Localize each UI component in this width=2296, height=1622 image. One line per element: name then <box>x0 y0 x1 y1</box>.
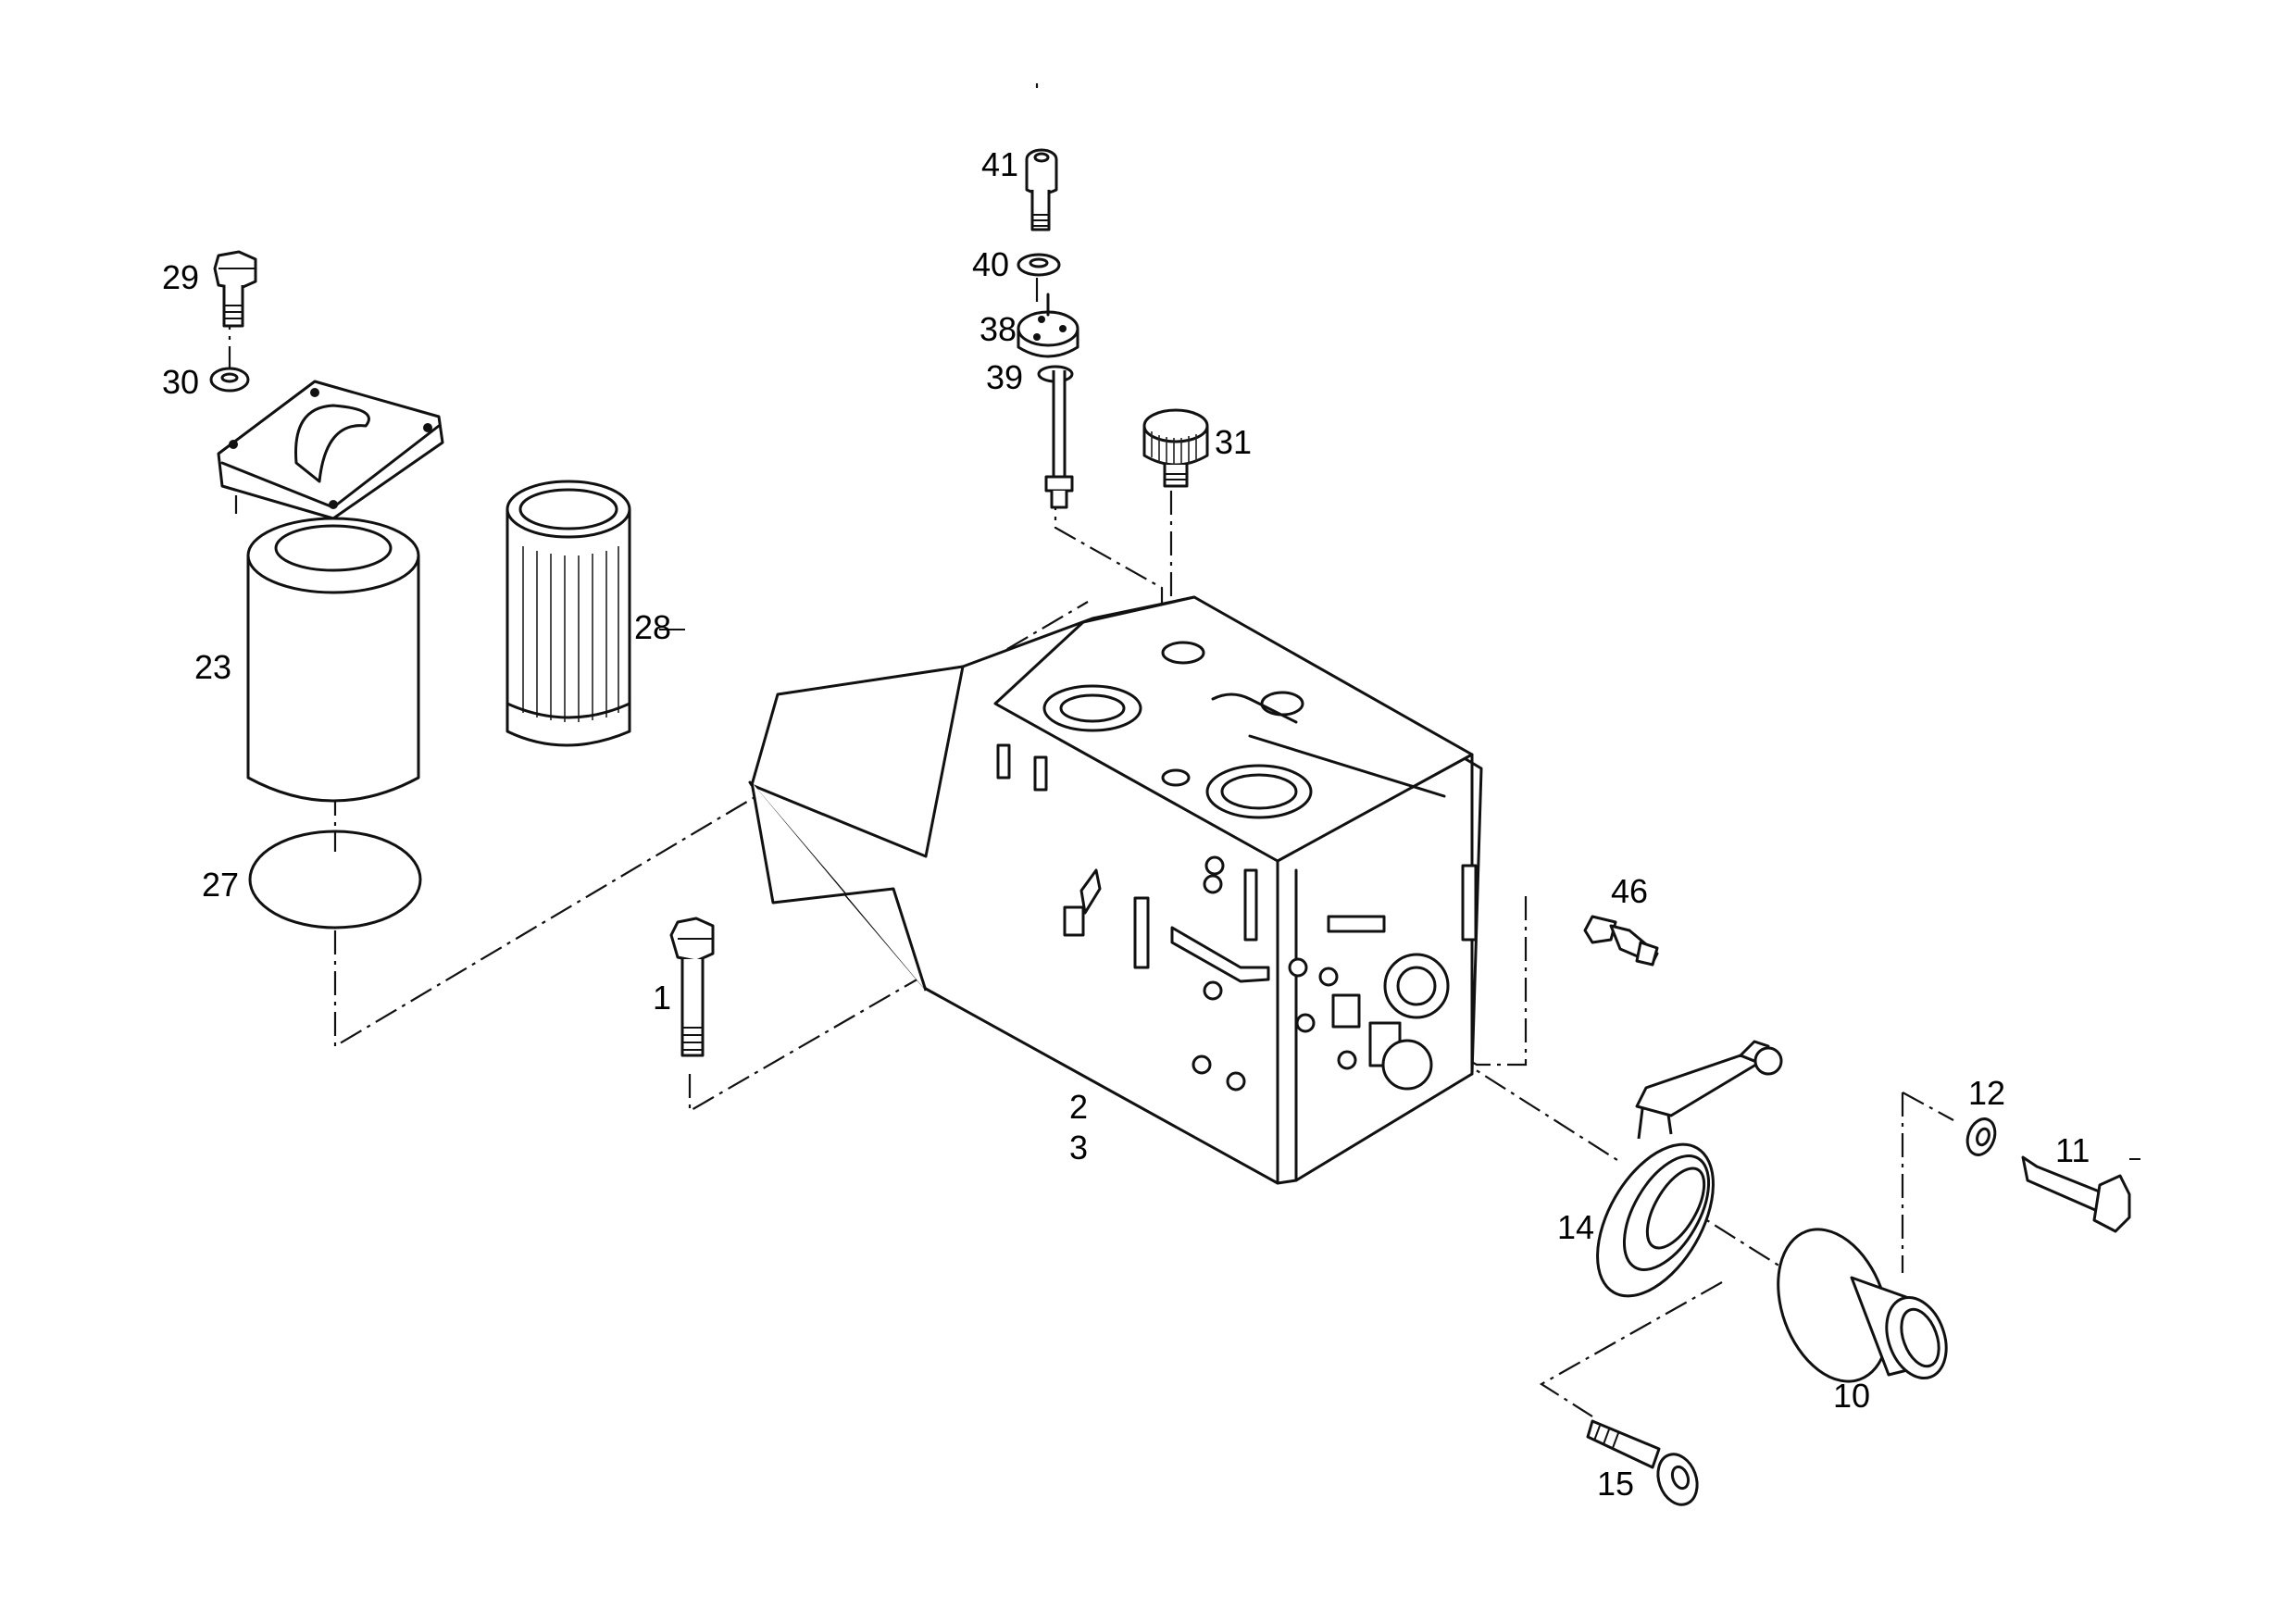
part-40-washer <box>1017 253 1061 277</box>
callout-12: 12 <box>1968 1074 2005 1112</box>
part-28-filter-element <box>505 480 631 747</box>
callout-14: 14 <box>1557 1208 1594 1246</box>
callout-2: 2 <box>1069 1088 1088 1126</box>
callout-10: 10 <box>1833 1377 1870 1415</box>
callout-41: 41 <box>981 145 1018 183</box>
part-31-breather <box>1142 408 1209 488</box>
part-2-3-tank-body <box>748 595 1483 1185</box>
part-23-filter-housing <box>217 380 444 803</box>
part-38-cap <box>1017 293 1079 358</box>
part-11-bolt <box>2021 1155 2131 1233</box>
callout-31: 31 <box>1215 423 1252 461</box>
part-29-bolt <box>213 250 257 328</box>
callout-11: 11 <box>2055 1131 2090 1169</box>
callout-28: 28 <box>634 608 671 646</box>
callout-3: 3 <box>1069 1129 1088 1167</box>
callout-15: 15 <box>1597 1465 1634 1503</box>
callout-labels: 41 40 38 39 31 29 30 28 23 27 46 1 2 3 1… <box>162 145 2090 1503</box>
part-15-capscrew <box>1586 1419 1699 1506</box>
callout-39: 39 <box>986 358 1023 396</box>
callout-30: 30 <box>162 363 199 401</box>
callout-46: 46 <box>1611 872 1648 910</box>
part-10-flange <box>1777 1228 1948 1383</box>
callout-1: 1 <box>653 979 671 1017</box>
part-1-bolt <box>669 917 715 1057</box>
part-12-washer <box>1965 1117 1997 1156</box>
part-30-washer <box>209 367 250 393</box>
callout-27: 27 <box>202 866 239 904</box>
part-14-valve <box>1596 1040 1783 1298</box>
part-41-screw <box>1025 148 1058 231</box>
callout-leaders <box>659 629 2140 1160</box>
part-46-sensor <box>1583 915 1659 967</box>
callout-40: 40 <box>972 245 1009 283</box>
part-39-oring-rod <box>1037 365 1074 509</box>
part-27-oring <box>248 830 422 930</box>
callout-23: 23 <box>194 648 231 686</box>
callout-29: 29 <box>162 258 199 296</box>
callout-38: 38 <box>980 310 1017 348</box>
